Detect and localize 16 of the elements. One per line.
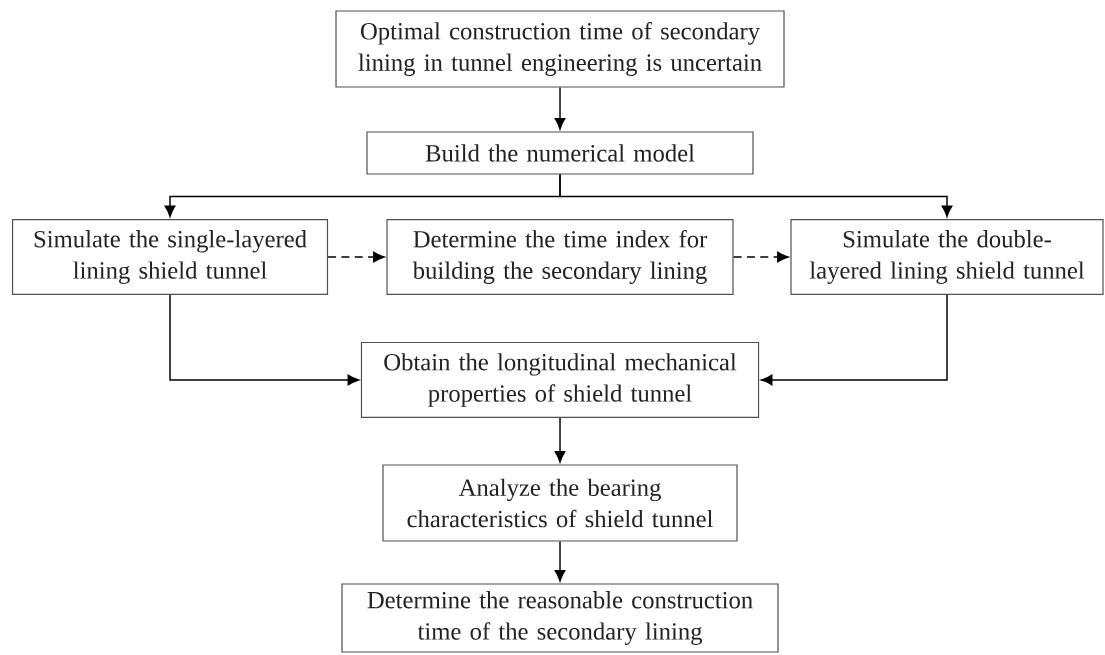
process-box: Determine the reasonable construction time of the secondary lining (341, 583, 779, 653)
process-box: Determine the time index for building the secondary lining (386, 218, 734, 296)
arrow (559, 173, 953, 218)
process-box: Simulate the single-layered lining shield tunnel (11, 218, 329, 296)
arrow (554, 417, 566, 463)
process-box: Optimal construction time of secondary lining in tunnel engineering is uncertain (335, 10, 785, 88)
process-box: Build the numerical model (366, 131, 754, 175)
process-box: Analyze the bearing characteristics of shield tunnel (382, 464, 738, 542)
arrow (760, 294, 948, 386)
arrow (554, 540, 566, 582)
arrow (169, 294, 360, 386)
arrow (327, 251, 385, 263)
process-box: Obtain the longitudinal mechanical properties of shield tunnel (360, 341, 760, 419)
arrow (732, 251, 789, 263)
arrow (554, 86, 566, 130)
process-box: Simulate the double-layered lining shield tunnel (790, 218, 1104, 296)
